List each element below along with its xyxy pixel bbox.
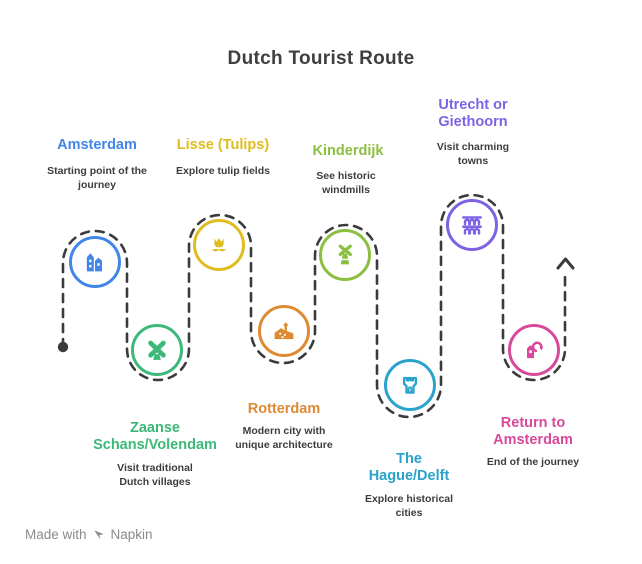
page-title: Dutch Tourist Route [227,48,415,69]
tulip-icon [211,238,227,252]
windmill-tower-icon [338,244,352,265]
watermark-prefix: Made with [25,527,87,542]
stop-label-amsterdam: Amsterdam [57,137,137,153]
stop-description-zaanse-schans: Visit traditional Dutch villages [117,462,193,489]
watermark-brand: Napkin [110,527,153,542]
canal-bridge-icon [462,216,482,235]
stop-description-return-amsterdam: End of the journey [486,456,580,468]
canal-houses-icon [86,253,102,272]
return-building-icon [527,341,544,359]
route-dashed-line [61,193,567,419]
stop-marker-return-amsterdam [508,324,560,376]
route-start-dot [57,341,69,353]
stop-label-rotterdam: Rotterdam [247,401,321,417]
windmill-icon [148,340,166,360]
stop-marker-the-hague [384,359,436,411]
napkin-watermark[interactable]: Made with Napkin [25,527,153,542]
castle-icon [403,376,417,394]
stop-label-kinderdijk: Kinderdijk [312,143,384,159]
stop-description-lisse: Explore tulip fields [176,165,270,177]
stop-marker-zaanse-schans [131,324,183,376]
stop-marker-amsterdam [69,236,121,288]
stop-label-the-hague: The Hague/Delft [368,451,450,485]
route-end-arrow-icon [556,257,575,270]
stop-description-amsterdam: Starting point of the journey [47,165,147,192]
stop-marker-utrecht [446,199,498,251]
stop-marker-lisse [193,219,245,271]
stop-description-utrecht: Visit charming towns [436,141,510,168]
stop-description-kinderdijk: See historic windmills [316,170,376,197]
stop-label-return-amsterdam: Return to Amsterdam [493,415,573,449]
modern-building-icon [274,322,294,340]
stop-label-zaanse-schans: Zaanse Schans/Volendam [93,420,217,454]
stop-description-rotterdam: Modern city with unique architecture [235,425,333,452]
napkin-logo-icon [93,529,104,540]
stop-marker-rotterdam [258,305,310,357]
stop-label-lisse: Lisse (Tulips) [176,137,270,153]
stop-label-utrecht: Utrecht or Giethoorn [438,97,508,131]
stop-description-the-hague: Explore historical cities [364,493,454,520]
stop-marker-kinderdijk [319,229,371,281]
